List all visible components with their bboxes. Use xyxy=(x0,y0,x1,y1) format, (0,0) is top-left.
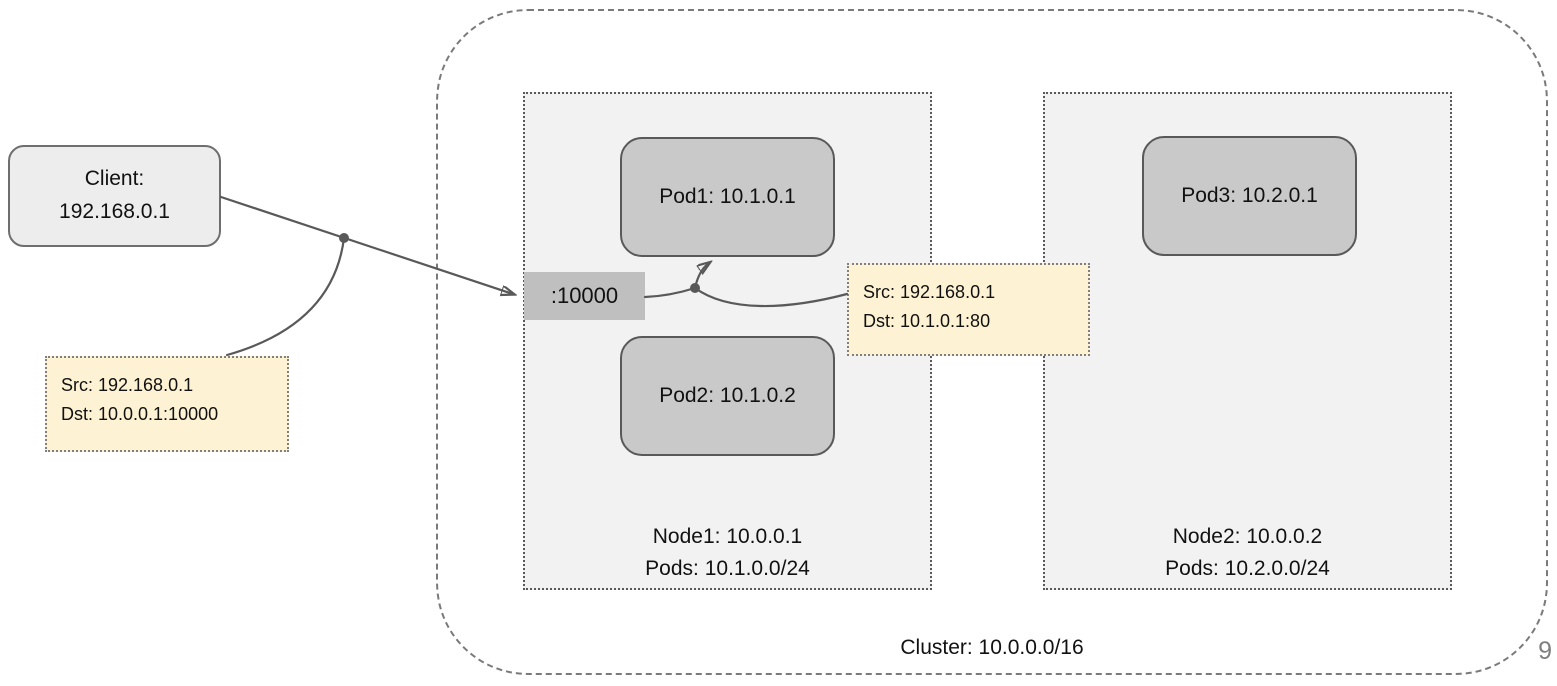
junction-dot-1 xyxy=(339,233,349,243)
node2-name: Node2: 10.0.0.2 xyxy=(1172,525,1323,548)
node1-pods-cidr: Pods: 10.1.0.0/24 xyxy=(645,556,810,580)
packet2-src: Src: 192.168.0.1 xyxy=(863,282,996,302)
packet-annotation-to-node: Src: 192.168.0.1 Dst: 10.0.0.1:10000 xyxy=(45,356,289,452)
node2-pods-cidr: Pods: 10.2.0.0/24 xyxy=(1165,556,1330,580)
nodeport-value: :10000 xyxy=(550,283,619,308)
client-name: Client: xyxy=(84,167,145,191)
client-box: Client: 192.168.0.1 xyxy=(8,145,221,247)
cluster-label: Cluster: 10.0.0.0/16 xyxy=(900,636,1084,659)
pod2-box: Pod2: 10.1.0.2 xyxy=(620,336,835,456)
pod3-box: Pod3: 10.2.0.1 xyxy=(1142,136,1357,256)
client-ip: 192.168.0.1 xyxy=(59,200,170,223)
node1-name: Node1: 10.0.0.1 xyxy=(652,525,803,548)
pod3-label: Pod3: 10.2.0.1 xyxy=(1181,184,1318,207)
packet1-src: Src: 192.168.0.1 xyxy=(61,375,194,395)
leader-to-packet1 xyxy=(225,236,346,357)
node1-label: Node1: 10.0.0.1 Pods: 10.1.0.0/24 xyxy=(525,521,930,584)
page-number: 9 xyxy=(1538,637,1552,665)
node2-label: Node2: 10.0.0.2 Pods: 10.2.0.0/24 xyxy=(1045,521,1450,584)
pod1-box: Pod1: 10.1.0.1 xyxy=(620,137,835,257)
packet-annotation-to-pod: Src: 192.168.0.1 Dst: 10.1.0.1:80 xyxy=(847,263,1090,356)
pod1-label: Pod1: 10.1.0.1 xyxy=(659,185,796,208)
nodeport-label: :10000 xyxy=(524,272,645,320)
cluster-boundary xyxy=(436,9,1548,675)
packet1-dst: Dst: 10.0.0.1:10000 xyxy=(61,403,219,424)
packet2-dst: Dst: 10.1.0.1:80 xyxy=(863,310,991,331)
pod2-label: Pod2: 10.1.0.2 xyxy=(659,384,796,407)
